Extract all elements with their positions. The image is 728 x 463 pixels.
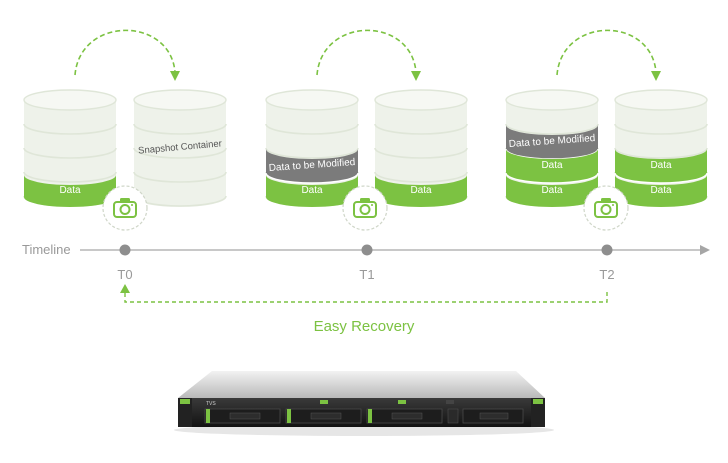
snapshot-container-drum: Snapshot Container bbox=[133, 89, 227, 207]
drive-bay-3 bbox=[366, 408, 443, 424]
data-band: Data bbox=[614, 149, 708, 184]
drum-top bbox=[23, 89, 117, 111]
drum-layer-line bbox=[614, 147, 708, 159]
usb-port bbox=[447, 408, 459, 424]
drum-layer-line bbox=[374, 147, 468, 159]
data-band: Data bbox=[505, 149, 599, 184]
device-brand-label: TVS bbox=[206, 401, 216, 407]
source-volume-drum: Data bbox=[23, 89, 117, 207]
drum-top bbox=[265, 89, 359, 111]
device-top-panel bbox=[178, 371, 545, 398]
drum-layer-line bbox=[374, 123, 468, 135]
snapshot-curved-arrow bbox=[316, 29, 417, 76]
drum-layer-line bbox=[23, 147, 117, 159]
drum-top bbox=[133, 89, 227, 111]
data-band: Data bbox=[375, 175, 467, 207]
drum-layer-line bbox=[133, 171, 227, 183]
snapshot-arrowhead bbox=[651, 71, 661, 81]
recovery-dashed-line bbox=[124, 290, 608, 303]
drum-layer-line bbox=[265, 147, 359, 159]
status-led bbox=[320, 400, 328, 404]
drum-layer-line bbox=[614, 123, 708, 135]
drum-layer-line bbox=[265, 123, 359, 135]
recovery-path: Easy Recovery bbox=[120, 284, 608, 335]
drum-layer-line bbox=[23, 171, 117, 183]
camera-icon bbox=[102, 185, 148, 231]
status-led bbox=[398, 400, 406, 404]
timeline-label: Timeline bbox=[22, 242, 71, 257]
drive-bay-1 bbox=[204, 408, 281, 424]
recovery-label: Easy Recovery bbox=[314, 318, 415, 335]
snapshot-arrowhead bbox=[411, 71, 421, 81]
drum-layer-line bbox=[374, 171, 468, 183]
data-band: Data bbox=[266, 175, 358, 207]
timeline-point-t2 bbox=[601, 244, 613, 256]
timeline-point-t0 bbox=[119, 244, 131, 256]
device-right-ear-accent bbox=[533, 399, 543, 404]
band-label: Data bbox=[650, 160, 672, 171]
drum-top bbox=[374, 89, 468, 111]
drum-top bbox=[505, 89, 599, 111]
camera-icon bbox=[342, 185, 388, 231]
nas-device: TVS bbox=[174, 371, 554, 436]
drum-layer-line bbox=[505, 123, 599, 135]
band-label: Data bbox=[410, 185, 432, 196]
snapshot-curved-arrow bbox=[556, 29, 657, 76]
modified-band: Data to be Modified bbox=[265, 149, 359, 184]
snapshot-container-drum: Data bbox=[374, 89, 468, 207]
device-right-ear bbox=[531, 398, 545, 427]
drive-bay-4 bbox=[462, 408, 524, 424]
modified-band: Data to be Modified bbox=[505, 125, 599, 160]
drum-layer-line bbox=[23, 123, 117, 135]
drum-layer-line bbox=[133, 147, 227, 159]
data-band: Data bbox=[24, 175, 116, 207]
device-left-ear-accent bbox=[180, 399, 190, 404]
snapshot-arrowhead bbox=[170, 71, 180, 81]
timeline-arrowhead bbox=[700, 245, 710, 255]
drum-top bbox=[614, 89, 708, 111]
timeline-point-label: T2 bbox=[599, 267, 614, 282]
drive-bay-2 bbox=[285, 408, 362, 424]
recovery-arrowhead bbox=[120, 284, 130, 293]
snapshot-curved-arrow bbox=[74, 29, 176, 76]
timeline-point-label: T1 bbox=[359, 267, 374, 282]
data-band: Data bbox=[506, 175, 598, 207]
timeline: Timeline T0 T1 T2 bbox=[22, 242, 710, 282]
band-label: Data bbox=[301, 185, 323, 196]
drum-layer-line bbox=[133, 123, 227, 135]
status-led bbox=[446, 400, 454, 404]
data-band: Data bbox=[615, 175, 707, 207]
device-left-ear bbox=[178, 398, 192, 427]
timeline-point-t1 bbox=[361, 244, 373, 256]
band-label: Data bbox=[59, 185, 81, 196]
band-label: Data bbox=[650, 185, 672, 196]
band-label: Data bbox=[541, 185, 563, 196]
camera-icon bbox=[583, 185, 629, 231]
band-label: Data bbox=[541, 160, 563, 171]
timeline-point-label: T0 bbox=[117, 267, 132, 282]
